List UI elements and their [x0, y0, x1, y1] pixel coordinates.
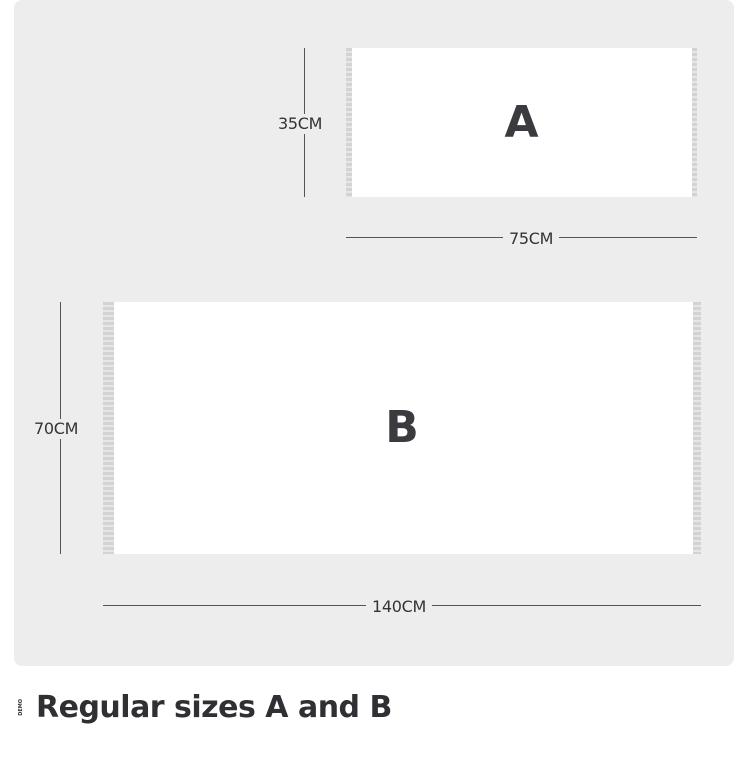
towel-b: B	[103, 302, 701, 554]
fringe-right	[693, 302, 701, 554]
height-label-a: 35CM	[272, 114, 329, 134]
fringe-right	[692, 48, 697, 197]
demo-badge: DEMO	[18, 699, 24, 716]
caption: DEMO Regular sizes A and B	[18, 690, 392, 725]
towel-b-letter: B	[385, 402, 419, 453]
towel-a: A	[346, 48, 697, 197]
width-label-a: 75CM	[503, 229, 560, 249]
fringe-left	[346, 48, 352, 197]
height-label-b: 70CM	[28, 419, 85, 439]
width-label-b: 140CM	[366, 597, 433, 617]
fringe-left	[103, 302, 114, 554]
towel-a-letter: A	[504, 96, 539, 148]
caption-title: Regular sizes A and B	[36, 690, 392, 725]
